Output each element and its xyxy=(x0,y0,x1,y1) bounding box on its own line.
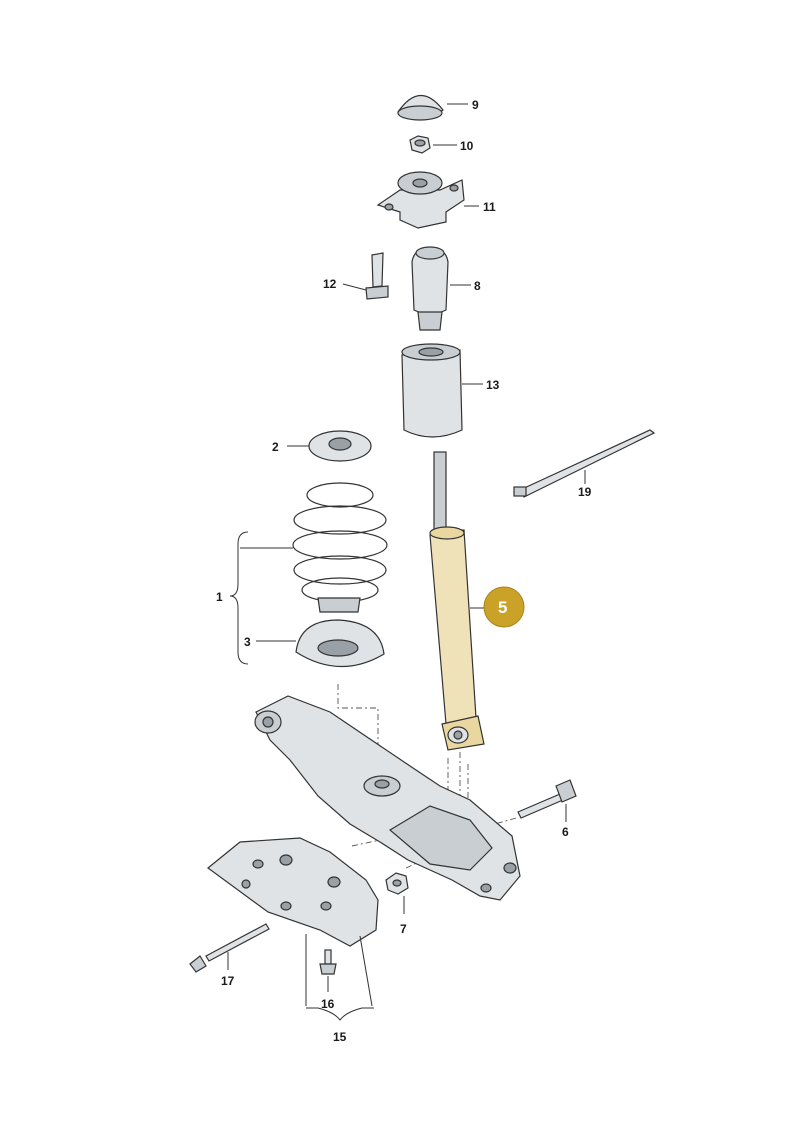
part-control-arm xyxy=(254,695,521,901)
part-17-long-bolt xyxy=(189,923,270,973)
callout-9: 9 xyxy=(472,98,479,112)
part-15-guard-plate xyxy=(207,837,379,947)
callout-2: 2 xyxy=(272,440,279,454)
callout-7: 7 xyxy=(400,922,407,936)
callout-12: 12 xyxy=(323,277,337,291)
callout-16: 16 xyxy=(321,997,335,1011)
part-2-spring-seat xyxy=(308,430,372,462)
part-8-bump-stop xyxy=(411,246,449,331)
callout-6: 6 xyxy=(562,825,569,839)
callout-11: 11 xyxy=(483,200,496,214)
callout-3: 3 xyxy=(244,635,251,649)
part-19-cable-tie xyxy=(513,429,656,498)
callout-1: 1 xyxy=(216,590,223,604)
callout-19: 19 xyxy=(578,485,592,499)
part-10-nut xyxy=(409,135,431,154)
callout-8: 8 xyxy=(474,279,481,293)
callout-10: 10 xyxy=(460,139,474,153)
part-12-bolt xyxy=(365,252,389,300)
callout-15: 15 xyxy=(333,1030,347,1044)
part-1-coil-spring xyxy=(292,482,388,613)
callout-17: 17 xyxy=(221,974,235,988)
callout-13: 13 xyxy=(486,378,500,392)
part-7-nut xyxy=(385,872,409,895)
callout-5: 5 xyxy=(498,598,507,617)
part-9-cap xyxy=(397,94,444,121)
part-6-bolt xyxy=(517,779,577,819)
part-3-lower-spring-seat xyxy=(295,619,385,668)
part-16-small-bolt xyxy=(319,949,337,975)
highlight-badge-5 xyxy=(483,586,525,628)
part-11-top-mount xyxy=(376,171,465,229)
part-5-shock-absorber xyxy=(429,451,485,751)
part-13-protective-tube xyxy=(401,343,463,438)
